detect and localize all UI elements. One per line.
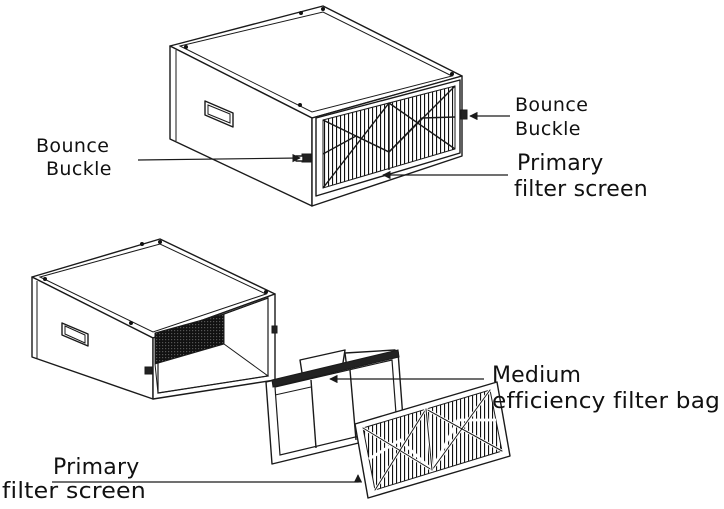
leader-top-left-buckle [137, 153, 301, 163]
label-bottom-primary-1: Primary [53, 455, 139, 480]
bottom-unit-housing [31, 238, 278, 400]
bottom-right-bounce-buckle [271, 325, 278, 334]
bottom-primary-filter-screen [354, 381, 511, 499]
leader-bottom-primary [52, 474, 363, 483]
label-top-left-buckle-1: Bounce [36, 135, 109, 157]
bottom-left-bounce-buckle [144, 366, 153, 375]
label-top-right-buckle-2: Buckle [515, 118, 581, 140]
bottom-unit-handle [61, 322, 89, 347]
top-right-bounce-buckle [460, 109, 468, 120]
top-unit-handle [204, 100, 234, 128]
label-top-right-buckle-1: Bounce [515, 94, 588, 116]
label-bottom-primary-2: filter screen [2, 479, 146, 504]
label-medium-bag-2: efficiency filter bag [492, 389, 720, 414]
label-top-primary-1: Primary [517, 151, 603, 176]
top-primary-filter-screen [315, 79, 461, 197]
label-top-primary-2: filter screen [514, 177, 648, 202]
label-top-left-buckle-2: Buckle [46, 158, 112, 180]
label-medium-bag-1: Medium [492, 363, 581, 388]
